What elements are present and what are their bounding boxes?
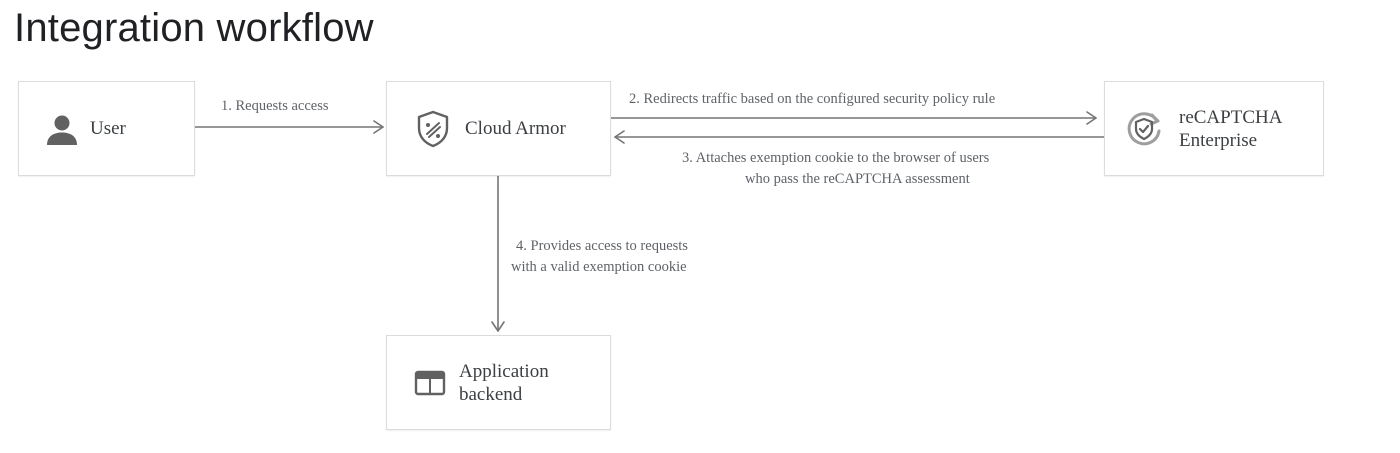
cloud-armor-node: Cloud Armor — [386, 81, 611, 176]
step-1-label: 1. Requests access — [221, 98, 329, 114]
shield-icon — [415, 109, 451, 149]
step-2-label: 2. Redirects traffic based on the config… — [629, 91, 996, 107]
application-backend-node: Application backend — [386, 335, 611, 430]
user-node: User — [18, 81, 195, 176]
person-icon — [44, 111, 80, 147]
backend-node-label: Application backend — [459, 360, 549, 405]
recaptcha-enterprise-node: reCAPTCHA Enterprise — [1104, 81, 1324, 176]
step-4-label-line2: with a valid exemption cookie — [511, 259, 687, 275]
browser-window-icon — [413, 368, 447, 398]
cloud-armor-node-label: Cloud Armor — [465, 118, 566, 139]
step-4-label-line1: 4. Provides access to requests — [516, 238, 688, 254]
recaptcha-icon — [1123, 108, 1165, 150]
user-node-label: User — [90, 118, 126, 139]
recaptcha-node-label: reCAPTCHA Enterprise — [1179, 106, 1283, 151]
page-title: Integration workflow — [14, 6, 374, 50]
step-3-label-line2: who pass the reCAPTCHA assessment — [745, 171, 970, 187]
step-3-label-line1: 3. Attaches exemption cookie to the brow… — [682, 150, 990, 166]
